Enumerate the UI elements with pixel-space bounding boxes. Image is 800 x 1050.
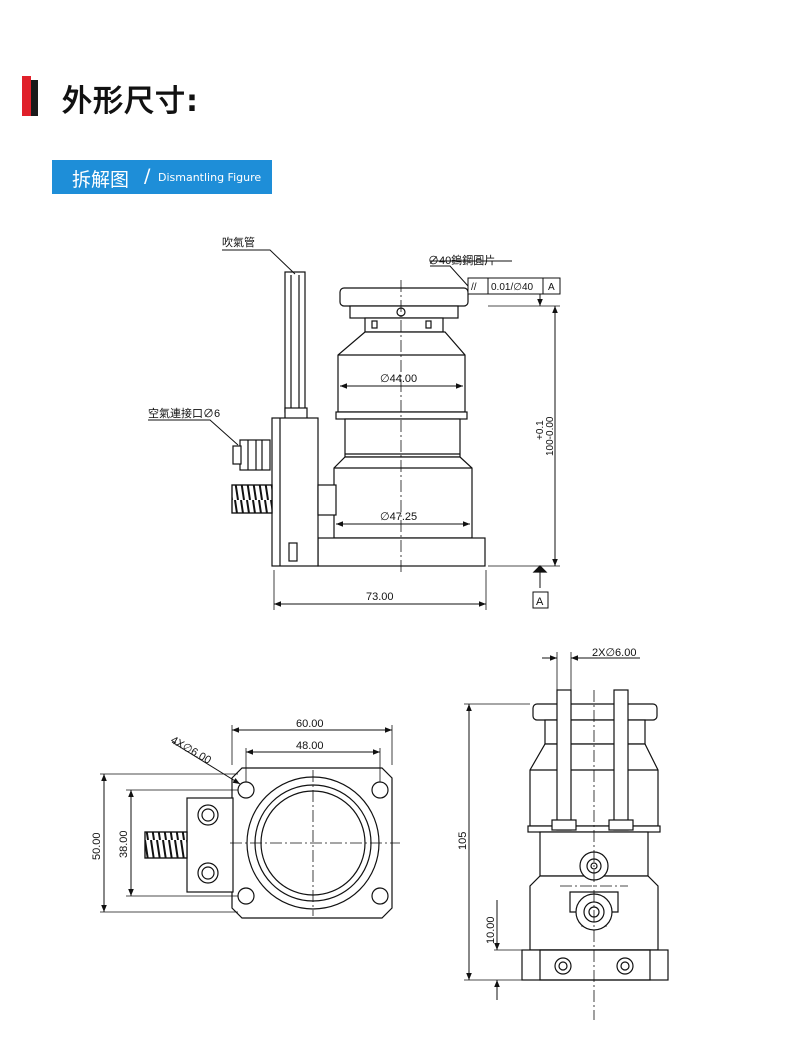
inner-height-label: 38.00 xyxy=(118,830,130,858)
side-block xyxy=(186,797,234,893)
hose-coil xyxy=(231,484,273,514)
upper-diameter-label: ∅44.00 xyxy=(380,373,417,385)
inner-width-label: 48.00 xyxy=(296,740,324,752)
datum-label: A xyxy=(536,596,544,608)
banner-label-cn: 拆解图 xyxy=(72,169,130,191)
upper-body xyxy=(337,331,466,413)
tolerance-value: 0.01/∅40 xyxy=(491,282,534,293)
lower-diameter-label: ∅47.25 xyxy=(380,511,417,523)
holes-label: 4X∅6.00 xyxy=(169,734,213,767)
air-connector-label: 空氣連接口∅6 xyxy=(148,406,220,420)
blow-tube xyxy=(284,271,306,413)
front-view xyxy=(464,652,669,1020)
pins-label: 2X∅6.00 xyxy=(592,647,636,659)
height-tolerance-upper: +0.1 xyxy=(535,420,546,440)
carbide-disk xyxy=(339,287,469,307)
heading-red-mark xyxy=(22,76,31,116)
front-disk xyxy=(532,703,658,721)
blow-tube-label: 吹氣管 xyxy=(222,235,255,249)
front-base xyxy=(521,949,669,981)
top-view xyxy=(100,725,400,919)
banner-separator: / xyxy=(144,165,151,187)
base-plate xyxy=(317,537,486,567)
middle-body xyxy=(344,418,461,458)
height-tolerance-main: 100-0.00 xyxy=(545,416,556,456)
outer-width-label: 60.00 xyxy=(296,718,324,730)
total-height-label: 105 xyxy=(457,832,469,850)
banner-label-en: Dismantling Figure xyxy=(158,171,262,184)
pin-left xyxy=(556,689,572,831)
side-view xyxy=(148,249,561,610)
dismantling-figure-banner: 拆解图 / Dismantling Figure xyxy=(52,160,272,194)
pin-right xyxy=(613,689,629,831)
section-title: 外形尺寸: xyxy=(62,84,199,119)
outer-height-label: 50.00 xyxy=(91,832,103,860)
air-connector-fitting xyxy=(239,439,271,471)
tolerance-datum: A xyxy=(548,282,555,293)
width-label: 73.00 xyxy=(366,591,394,603)
datum-box xyxy=(532,591,549,609)
top-hose-coil xyxy=(144,831,188,859)
heading-black-mark xyxy=(31,80,38,116)
tolerance-symbol: // xyxy=(471,282,477,293)
disk-label: ∅40鎢鋼圓片 xyxy=(428,253,495,267)
lower-body xyxy=(333,456,473,539)
base-height-label: 10.00 xyxy=(485,916,497,944)
